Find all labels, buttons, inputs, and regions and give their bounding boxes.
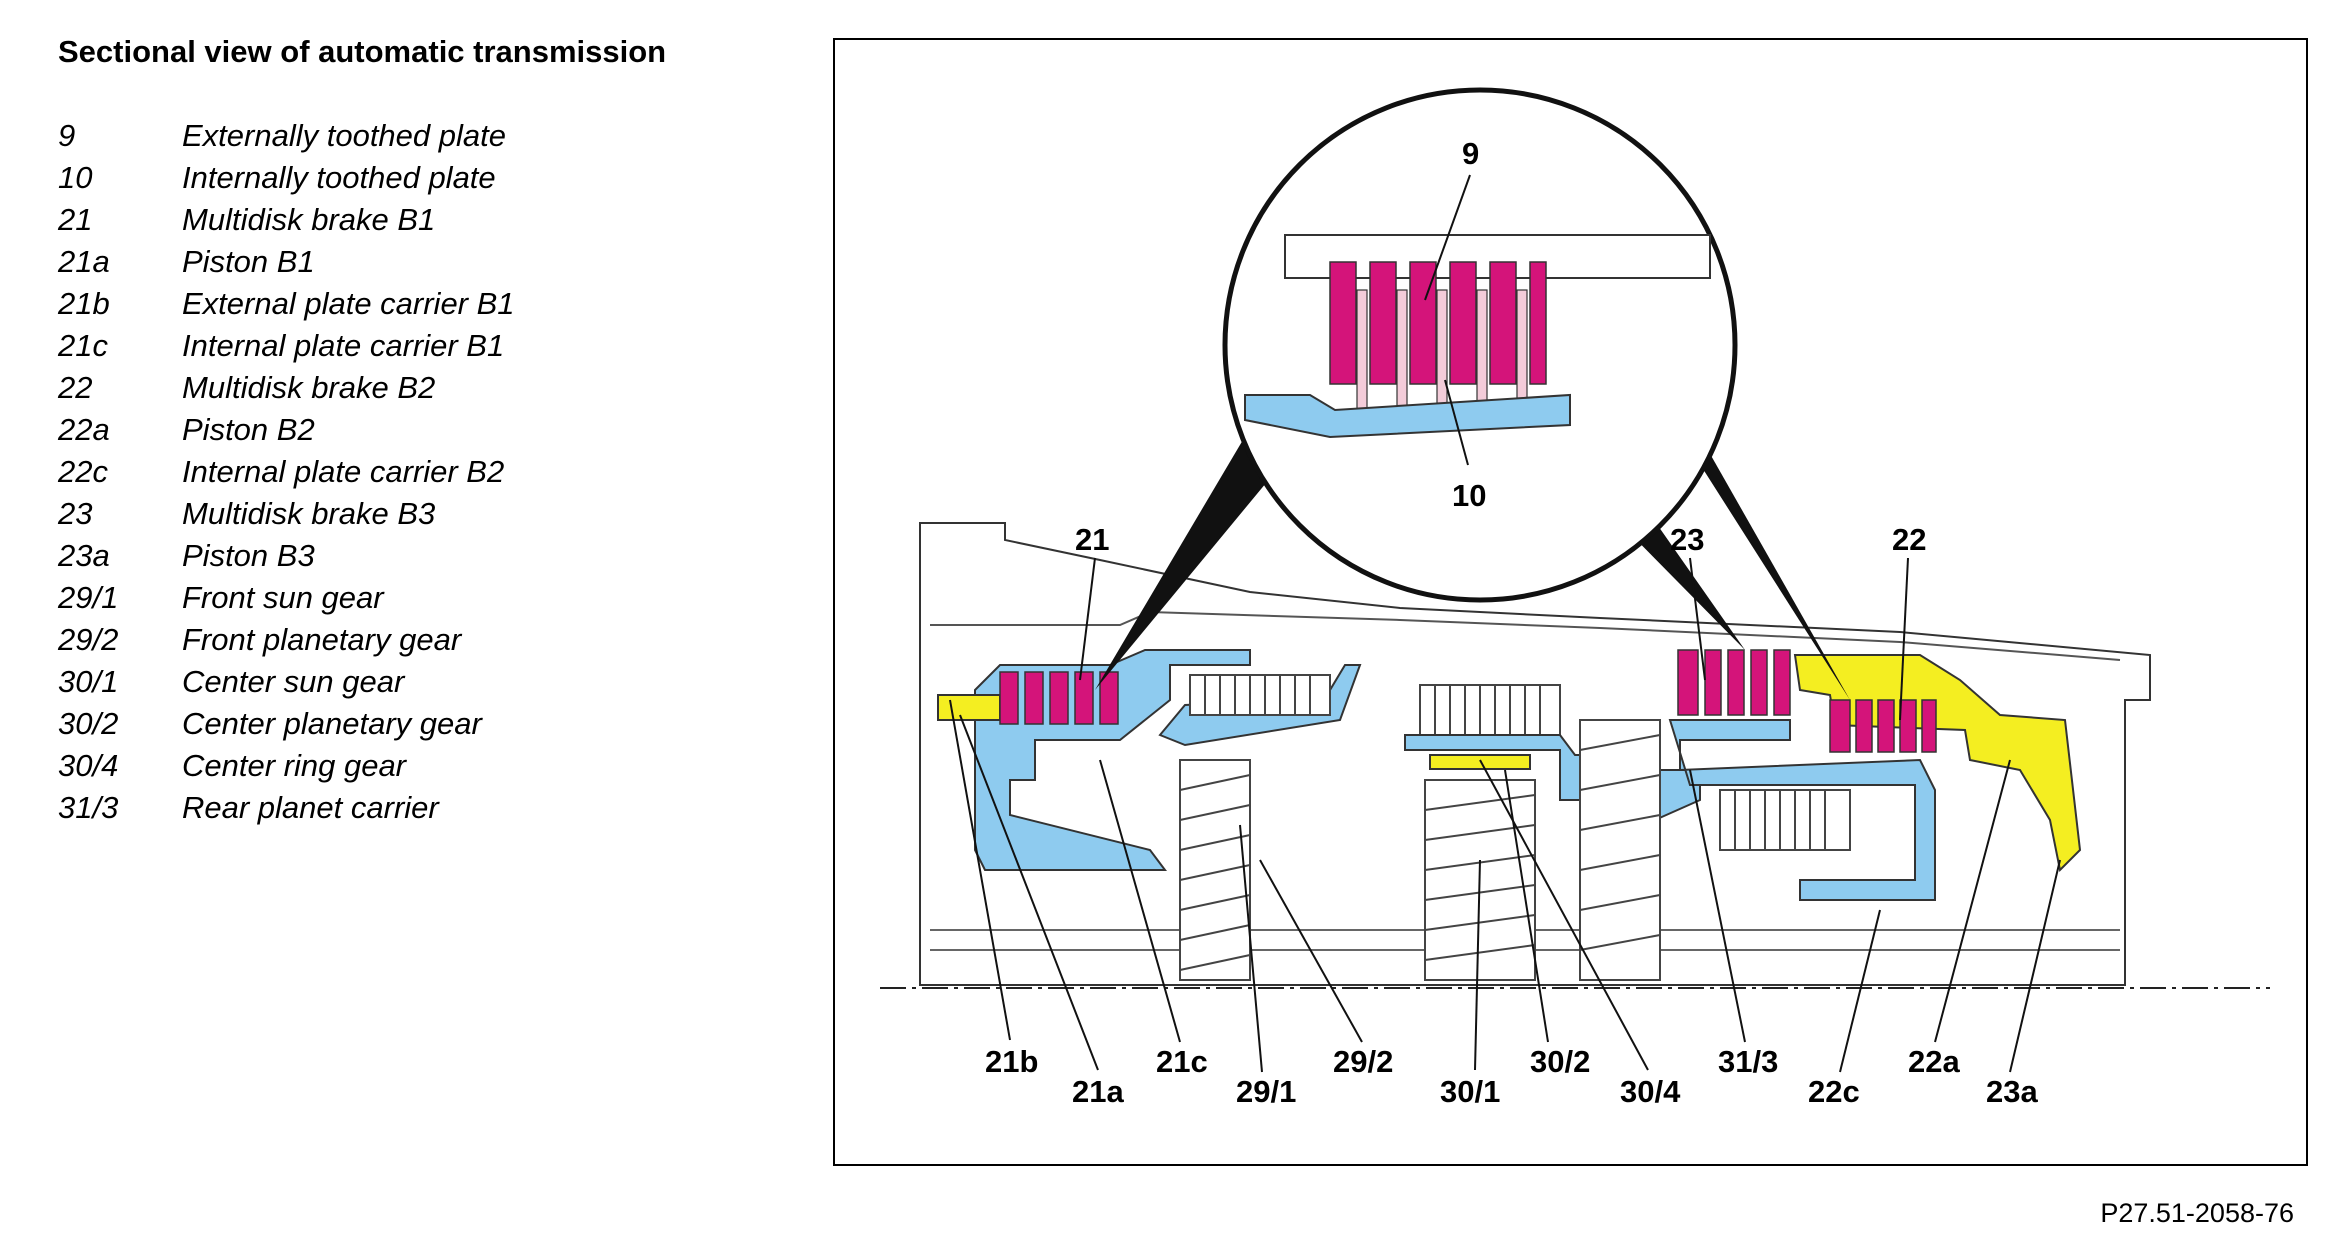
zoom-leader-10 — [1444, 379, 1469, 466]
legend-item: 21 Multidisk brake B1 — [58, 199, 515, 241]
legend-list: 9 Externally toothed plate 10 Internally t… — [58, 115, 515, 829]
zoom-wedge-right-b — [1675, 425, 1850, 700]
legend-item: 21a Piston B1 — [58, 241, 515, 283]
legend-code: 21a — [58, 244, 110, 279]
label-22: 22 — [1892, 522, 1926, 557]
legend-text: Multidisk brake B2 — [182, 370, 436, 405]
zoom-internal-plates — [1356, 289, 1528, 421]
legend-code: 21b — [58, 286, 110, 321]
label-21a: 21a — [1072, 1074, 1124, 1109]
label-23: 23 — [1670, 522, 1704, 557]
label-22c: 22c — [1808, 1074, 1860, 1109]
legend-text: Internally toothed plate — [182, 160, 496, 195]
label-21: 21 — [1075, 522, 1109, 557]
legend-text: Piston B1 — [182, 244, 315, 279]
legend-item: 22c Internal plate carrier B2 — [58, 451, 515, 493]
label-21b: 21b — [985, 1044, 1038, 1079]
legend-text: External plate carrier B1 — [182, 286, 515, 321]
leader-21 — [1079, 557, 1096, 681]
legend-item: 29/2 Front planetary gear — [58, 619, 515, 661]
front-gear-29 — [1179, 759, 1251, 981]
legend-code: 10 — [58, 160, 93, 195]
label-31-3: 31/3 — [1718, 1044, 1778, 1079]
carrier-b3 — [1668, 719, 1936, 901]
legend-text: Center sun gear — [182, 664, 405, 699]
label-30-4: 30/4 — [1620, 1074, 1681, 1109]
center-gears-30 — [1424, 719, 1661, 981]
legend-text: Multidisk brake B3 — [182, 496, 436, 531]
legend-item: 30/4 Center ring gear — [58, 745, 515, 787]
legend-item: 23 Multidisk brake B3 — [58, 493, 515, 535]
legend-code: 31/3 — [58, 790, 119, 825]
legend-item: 23a Piston B3 — [58, 535, 515, 577]
legend-text: Front planetary gear — [182, 622, 462, 657]
legend-item: 29/1 Front sun gear — [58, 577, 515, 619]
legend-code: 22 — [58, 370, 93, 405]
legend-code: 29/2 — [58, 622, 119, 657]
legend-text: Piston B3 — [182, 538, 315, 573]
page-title: Sectional view of automatic transmission — [58, 34, 667, 69]
legend-text: Piston B2 — [182, 412, 315, 447]
label-22a: 22a — [1908, 1044, 1960, 1079]
legend-item: 22 Multidisk brake B2 — [58, 367, 515, 409]
plates-b2 — [1829, 699, 1937, 753]
label-21c: 21c — [1156, 1044, 1208, 1079]
zoom-external-plates — [1329, 261, 1547, 385]
label-29-1: 29/1 — [1236, 1074, 1296, 1109]
plates-b3 — [1677, 649, 1791, 716]
legend-item: 21c Internal plate carrier B1 — [58, 325, 515, 367]
legend-text: Internal plate carrier B1 — [182, 328, 505, 363]
legend-item: 10 Internally toothed plate — [58, 157, 515, 199]
legend-item: 9 Externally toothed plate — [58, 115, 515, 157]
clutch-pack-center — [1419, 684, 1561, 736]
legend-item: 30/1 Center sun gear — [58, 661, 515, 703]
legend-code: 9 — [58, 118, 76, 153]
legend-code: 22c — [58, 454, 108, 489]
leader-22 — [1899, 557, 1909, 721]
plates-b1 — [999, 671, 1119, 725]
legend-text: Rear planet carrier — [182, 790, 439, 825]
legend-text: Center ring gear — [182, 748, 407, 783]
leader-23 — [1689, 557, 1706, 681]
legend-item: 21b External plate carrier B1 — [58, 283, 515, 325]
legend-code: 29/1 — [58, 580, 119, 615]
diagram-frame — [833, 38, 2308, 1166]
legend-text: Externally toothed plate — [182, 118, 506, 153]
legend-code: 21 — [58, 202, 93, 237]
bottom-leader-lines — [949, 699, 2061, 1073]
legend-text: Multidisk brake B1 — [182, 202, 436, 237]
legend-text: Front sun gear — [182, 580, 384, 615]
label-30-2: 30/2 — [1530, 1044, 1590, 1079]
label-29-2: 29/2 — [1333, 1044, 1393, 1079]
zoom-leader-9 — [1424, 174, 1471, 301]
piston-b1 — [937, 694, 1001, 721]
reference-code: P27.51-2058-76 — [2100, 1198, 2294, 1228]
housing-inner-line — [930, 610, 2121, 661]
zoom-wedge-left — [1095, 428, 1285, 690]
legend-item: 30/2 Center planetary gear — [58, 703, 515, 745]
legend-code: 30/1 — [58, 664, 119, 699]
zoom-label-9: 9 — [1462, 136, 1479, 171]
legend-code: 23 — [58, 496, 93, 531]
legend-code: 21c — [58, 328, 108, 363]
legend-code: 30/4 — [58, 748, 119, 783]
zoom-plate-carrier — [1244, 393, 1571, 439]
legend-item: 22a Piston B2 — [58, 409, 515, 451]
legend-code: 22a — [58, 412, 110, 447]
label-23a: 23a — [1986, 1074, 2038, 1109]
clutch-pack-center-left — [1189, 674, 1331, 716]
clutch-pack-rear — [1719, 789, 1851, 851]
zoom-label-10: 10 — [1452, 478, 1486, 513]
legend-code: 30/2 — [58, 706, 119, 741]
legend-text: Internal plate carrier B2 — [182, 454, 505, 489]
label-30-1: 30/1 — [1440, 1074, 1500, 1109]
legend-code: 23a — [58, 538, 110, 573]
legend-item: 31/3 Rear planet carrier — [58, 787, 515, 829]
legend-text: Center planetary gear — [182, 706, 482, 741]
